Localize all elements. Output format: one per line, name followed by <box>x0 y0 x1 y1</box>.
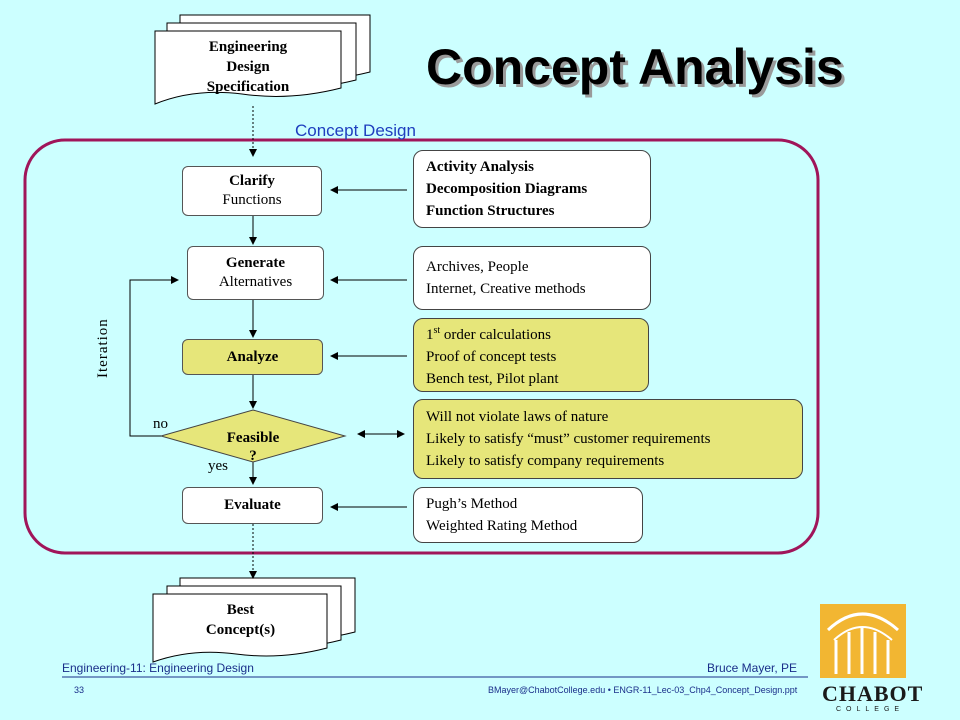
input-doc-line: Engineering <box>208 39 288 55</box>
yes-label: yes <box>208 458 228 474</box>
input-document-stack <box>154 14 371 105</box>
info-clarify: Activity Analysis Decomposition Diagrams… <box>413 150 651 228</box>
info-line: Pugh’s Method <box>426 496 518 512</box>
slide-number: 33 <box>74 685 85 695</box>
step-title: Generate <box>225 255 286 271</box>
info-line: Function Structures <box>426 203 555 219</box>
info-line: Likely to satisfy company requirements <box>426 453 665 469</box>
step-feasible: Feasible ? <box>203 429 303 465</box>
footer-author: Bruce Mayer, PE <box>707 661 798 675</box>
info-generate: Archives, People Internet, Creative meth… <box>413 246 651 310</box>
step-subtitle: Functions <box>222 192 282 208</box>
step-analyze: Analyze <box>182 339 323 375</box>
output-document-label: Best Concept(s) <box>158 600 323 640</box>
iteration-label: Iteration <box>95 318 111 378</box>
info-line: 1st order calculations <box>426 320 648 346</box>
info-line: Likely to satisfy “must” customer requir… <box>426 431 711 447</box>
chabot-logo-emblem <box>820 604 906 678</box>
output-doc-line: Best <box>226 602 255 618</box>
info-line: Will not violate laws of nature <box>426 409 609 425</box>
concept-design-frame <box>23 138 820 555</box>
info-line: Proof of concept tests <box>426 349 557 365</box>
ordinal-suffix: st <box>433 325 441 336</box>
step-question-mark: ? <box>249 448 257 464</box>
step-evaluate: Evaluate <box>182 487 323 524</box>
slide-title: Concept Analysis <box>426 39 844 95</box>
output-document-stack <box>152 577 356 663</box>
ordinal-number: 1 <box>426 327 434 343</box>
info-evaluate: Pugh’s Method Weighted Rating Method <box>413 487 643 543</box>
iteration-loop-arrow <box>129 276 179 437</box>
info-line: Archives, People <box>426 259 529 275</box>
input-document-label: Engineering Design Specification <box>160 37 336 97</box>
step-title: Analyze <box>226 348 279 365</box>
footer-course: Engineering-11: Engineering Design <box>62 661 254 675</box>
info-line: Bench test, Pilot plant <box>426 371 559 387</box>
output-doc-line: Concept(s) <box>205 622 276 638</box>
info-line: Activity Analysis <box>426 159 534 175</box>
info-text: order calculations <box>443 327 551 343</box>
step-subtitle: Alternatives <box>218 274 293 290</box>
step-clarify-functions: Clarify Functions <box>182 166 322 216</box>
step-title: Evaluate <box>224 497 281 513</box>
info-analyze: 1st order calculations Proof of concept … <box>413 318 649 392</box>
info-line: Decomposition Diagrams <box>426 181 588 197</box>
info-feasible: Will not violate laws of nature Likely t… <box>413 399 803 479</box>
info-line: Weighted Rating Method <box>426 518 578 534</box>
feasible-decision-shape <box>159 409 347 463</box>
step-generate-alternatives: Generate Alternatives <box>187 246 324 300</box>
input-doc-line: Design <box>226 59 270 75</box>
info-line: Internet, Creative methods <box>426 281 586 297</box>
college-logo-text: COLLEGE <box>836 706 905 713</box>
step-title: Feasible <box>226 430 280 446</box>
no-label: no <box>153 416 168 432</box>
footer-file-info: BMayer@ChabotCollege.edu • ENGR-11_Lec-0… <box>488 685 798 695</box>
chabot-logo-text: CHABOT <box>822 681 924 706</box>
concept-design-label: Concept Design <box>295 121 416 140</box>
input-doc-line: Specification <box>206 79 290 95</box>
step-title: Clarify <box>229 173 275 189</box>
